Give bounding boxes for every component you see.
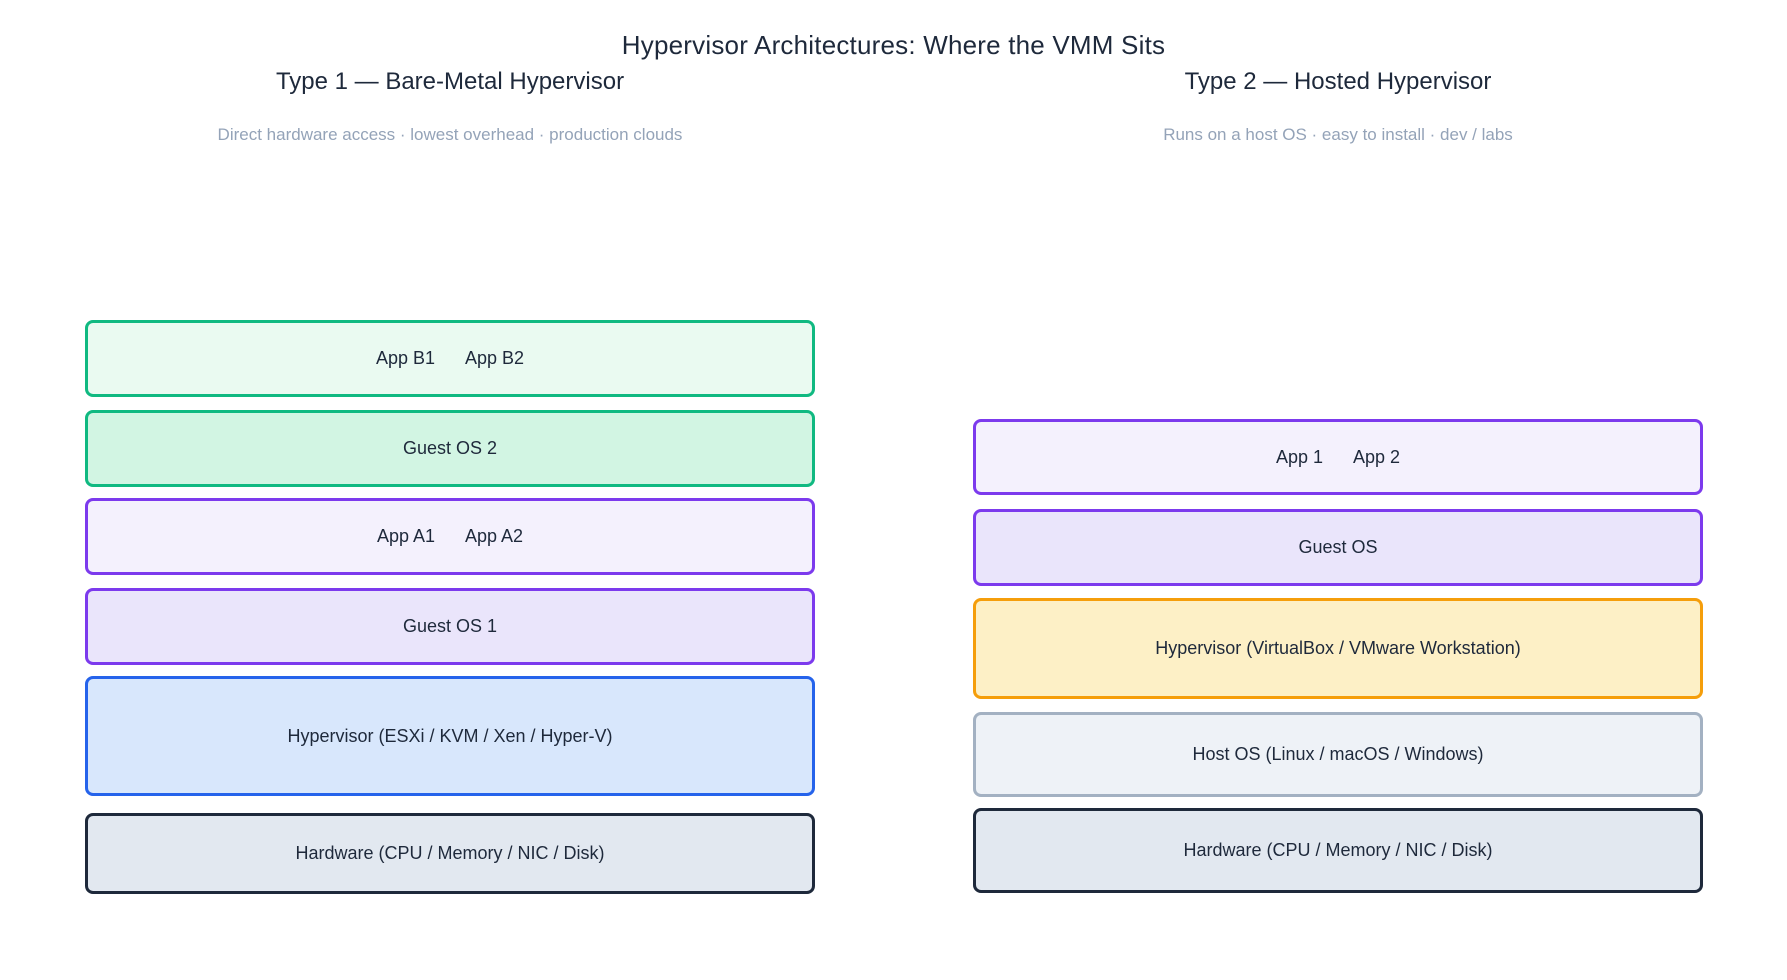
type2-stack: App 1 App 2 Guest OS Hypervisor (VirtualBox… [973, 419, 1703, 893]
type1-hardware-layer-label: Hardware (CPU / Memory / NIC / Disk) [295, 843, 605, 863]
type2-host-os-layer: Host OS (Linux / macOS / Windows) [973, 712, 1703, 797]
type1-guest-os-2-layer-label: Guest OS 2 [402, 438, 498, 458]
type1-guest-os-2-layer: Guest OS 2 [85, 410, 815, 487]
type2-subtitle: Runs on a host OS · easy to install · de… [1163, 125, 1513, 144]
type1-hypervisor-layer: Hypervisor (ESXi / KVM / Xen / Hyper-V) [85, 676, 815, 796]
type1-apps-a-layer: App A1 App A2 [85, 498, 815, 575]
type1-apps-b-layer-label: App B1 [375, 348, 435, 368]
type2-guest-os-layer-label: Guest OS [1298, 537, 1378, 557]
type1-subtitle: Direct hardware access · lowest overhead… [217, 125, 683, 144]
type2-header: Type 2 — Hosted Hypervisor [1184, 68, 1492, 95]
type2-apps-layer-label: App 1 [1275, 446, 1323, 467]
type2-host-os-layer-label: Host OS (Linux / macOS / Windows) [1192, 744, 1484, 764]
type1-stack: App B1 App B2 Guest OS 2 App A1 App A2 Guest … [85, 320, 815, 894]
type2-hypervisor-layer: Hypervisor (VirtualBox / VMware Workstat… [973, 598, 1703, 699]
type1-hypervisor-layer-label: Hypervisor (ESXi / KVM / Xen / Hyper-V) [287, 725, 613, 746]
type2-apps-layer-label: App 2 [1353, 446, 1401, 467]
diagram-title: Hypervisor Architectures: Where the VMM … [621, 30, 1166, 60]
type2-hardware-layer-label: Hardware (CPU / Memory / NIC / Disk) [1183, 840, 1493, 860]
type1-guest-os-1-layer-label: Guest OS 1 [402, 616, 498, 636]
type2-guest-os-layer: Guest OS [973, 509, 1703, 586]
type1-apps-b-layer: App B1 App B2 [85, 320, 815, 397]
type2-hypervisor-layer-label: Hypervisor (VirtualBox / VMware Workstat… [1155, 638, 1521, 658]
type1-header: Type 1 — Bare-Metal Hypervisor [275, 68, 625, 95]
type2-hardware-layer: Hardware (CPU / Memory / NIC / Disk) [973, 808, 1703, 893]
type1-apps-b-layer-label: App B2 [465, 348, 525, 368]
type2-apps-layer: App 1 App 2 [973, 419, 1703, 495]
type1-apps-a-layer-label: App A1 [376, 526, 435, 546]
type1-hardware-layer: Hardware (CPU / Memory / NIC / Disk) [85, 813, 815, 894]
type1-guest-os-1-layer: Guest OS 1 [85, 588, 815, 665]
type1-apps-a-layer-label: App A2 [465, 526, 524, 546]
